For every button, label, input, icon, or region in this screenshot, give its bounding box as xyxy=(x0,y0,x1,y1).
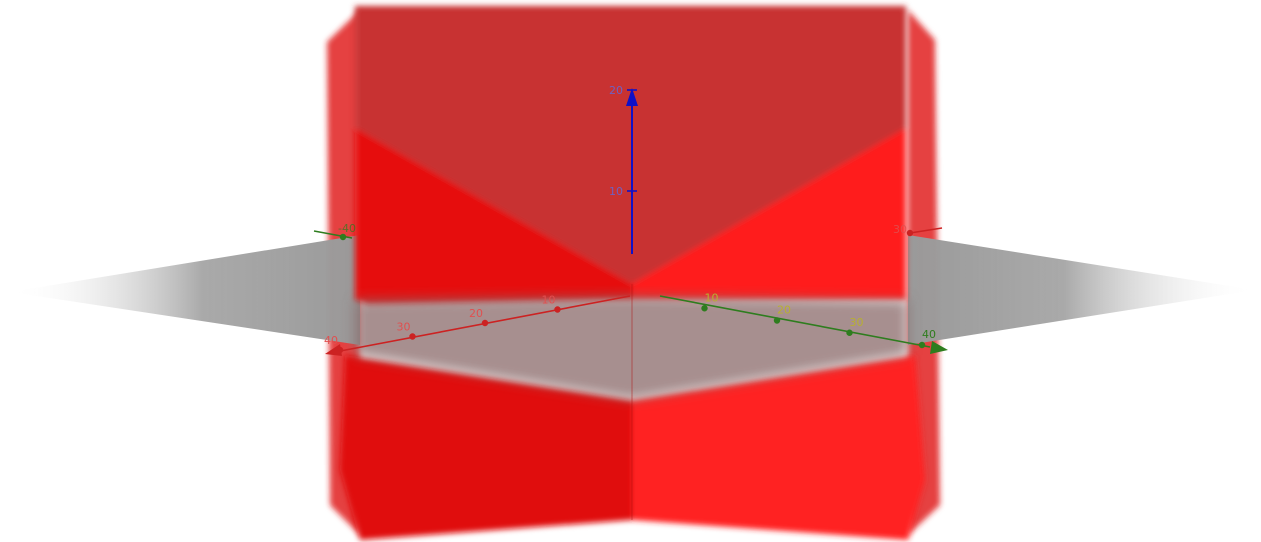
z-axis[interactable]: 10 20 xyxy=(609,84,638,254)
x-axis-tick-point xyxy=(554,306,561,313)
x-axis-far-point xyxy=(906,229,914,237)
y-axis-tick-label: 20 xyxy=(777,304,791,317)
x-axis-tick-label: 10 xyxy=(542,294,556,307)
ground-plane xyxy=(10,235,1255,345)
x-axis-arrowhead xyxy=(325,344,342,356)
x-axis-tick-point xyxy=(481,319,489,327)
x-axis-tick-label: 40 xyxy=(324,334,338,347)
y-axis-tick-point xyxy=(773,317,781,324)
z-axis-tick-label: 10 xyxy=(609,185,623,198)
x-axis[interactable]: 30 10 20 30 40 xyxy=(324,223,943,356)
y-axis-tick-point xyxy=(846,329,853,336)
y-axis-far-point xyxy=(339,233,347,241)
x-axis-tick-point xyxy=(336,346,344,354)
y-axis[interactable]: -40 10 20 30 40 xyxy=(313,222,948,354)
z-axis-tick-label: 20 xyxy=(609,84,623,97)
y-axis-tick-label: 10 xyxy=(705,291,719,304)
x-axis-far-label: 30 xyxy=(893,223,907,236)
y-axis-tick-point xyxy=(918,341,926,349)
y-axis-arrowhead xyxy=(930,341,948,354)
x-axis-tick-label: 20 xyxy=(469,307,483,320)
y-axis-tick-label: 40 xyxy=(922,328,936,341)
x-axis-tick-label: 30 xyxy=(397,321,411,334)
x-axis-tick-point xyxy=(409,333,416,340)
y-axis-tick-point xyxy=(701,305,708,312)
z-axis-arrowhead xyxy=(626,88,638,106)
surface xyxy=(340,6,925,540)
y-axis-far-label: -40 xyxy=(338,222,356,235)
y-axis-tick-label: 30 xyxy=(850,316,864,329)
